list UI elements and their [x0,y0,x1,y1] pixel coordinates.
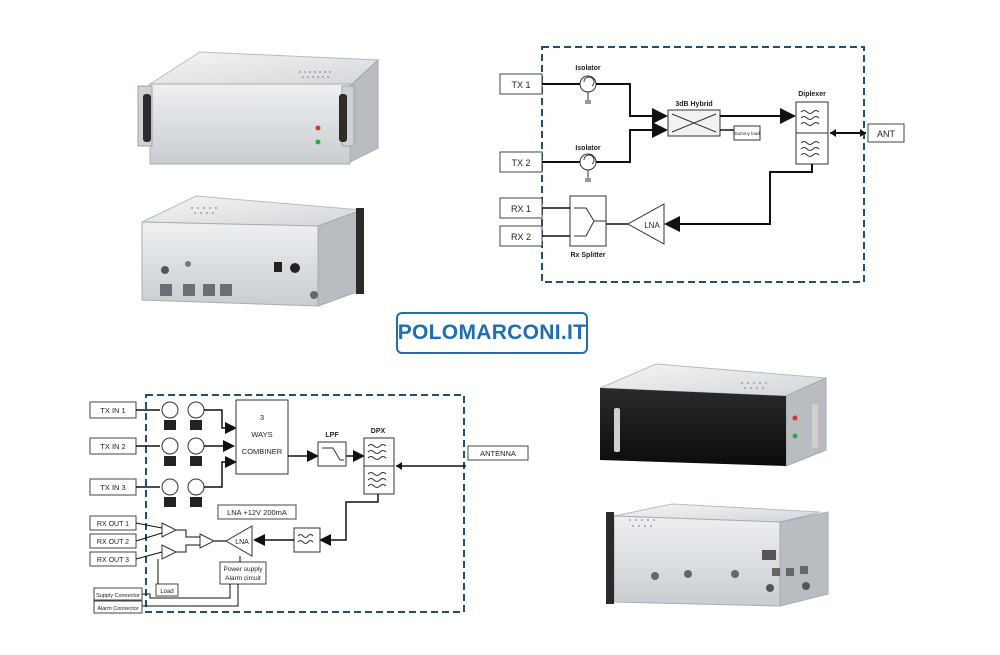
connector-icon [183,284,195,296]
handle-right [339,94,347,142]
tx-in-3-label: TX IN 3 [100,483,125,492]
vent-grille [299,71,331,78]
connector-icon [185,261,191,267]
fuse-icon [290,263,300,273]
rx-out-1-label: RX OUT 1 [97,521,129,528]
switch-icon [274,262,282,272]
rx-out-2-label: RX OUT 2 [97,539,129,546]
filter-icon [800,110,820,157]
ant-label: ANT [877,129,896,139]
alarm-connector-label: Alarm Connector [97,606,138,612]
connector-icon [684,570,692,578]
connector-icon [731,570,739,578]
splitter-icon [199,533,216,549]
rx-splitter-label: Rx Splitter [570,252,605,259]
connector-icon [161,266,169,274]
tx-in-2-label: TX IN 2 [100,442,125,451]
connector-icon [203,284,215,296]
antenna-box [467,445,529,461]
antenna-label: ANTENNA [480,449,516,458]
connector-icon [220,284,232,296]
lna-spec-box [217,504,297,520]
lna-label: LNA [644,221,660,230]
isolator-2-label: Isolator [575,145,601,152]
brand-logo[interactable]: POLOMARCONI.IT [396,312,588,354]
combiner-box [235,399,289,475]
lna-label: LNA [235,539,249,546]
rx-filter-box [293,527,321,553]
rack-unit-rear-light [141,195,364,307]
rx-out-3-label: RX OUT 3 [97,557,129,564]
load-box [155,583,179,597]
dummy-load-label: Dummy load [734,131,760,136]
rack-unit-front-dark [599,363,827,467]
hybrid-label: 3dB Hybrid [675,101,712,108]
combiner-line-3: COMBINER [242,447,283,456]
tx2-label: TX 2 [511,158,530,168]
connector-icon [802,582,810,590]
supply-connector-box [93,587,143,601]
connector-icon [160,284,172,296]
rx1-label: RX 1 [511,204,531,214]
block-diagram-top: TX 1 TX 2 RX 1 RX 2 Isolator Isolator 3d… [499,46,905,283]
connector-icon [651,572,659,580]
splitter-icon [161,522,178,538]
ant-box [867,123,905,143]
brand-logo-text: POLOMARCONI.IT [397,321,587,344]
rack-unit-rear-light-2 [606,503,829,607]
led-red [315,125,321,131]
load-label: Load [160,589,173,595]
connector-icon [762,550,776,560]
connector-icon [786,568,794,576]
splitter-icon [161,544,178,560]
dummy-load-box [733,125,761,141]
connector-icon [766,584,774,592]
led-red [792,415,798,421]
combiner-line-2: WAYS [251,430,272,439]
rack-unit-front-light [137,51,380,165]
connector-icon [772,568,780,576]
ground-icon [310,291,318,299]
combiner-line-1: 3 [260,413,264,422]
filter-icon [367,444,387,488]
lpf-box [317,441,347,467]
alarm-circuit-label: Alarm circuit [225,575,261,582]
alarm-connector-box [93,600,143,614]
diplexer-label: Diplexer [798,91,826,98]
lna-spec-label: LNA +12V 200mA [227,508,287,517]
connector-icon [800,566,808,574]
lna-icon [224,525,253,557]
led-green [315,139,321,145]
lowpass-icon [322,447,344,461]
isolator-bank [161,401,205,496]
tx1-label: TX 1 [511,80,530,90]
tx-in-1-label: TX IN 1 [100,406,125,415]
rx2-label: RX 2 [511,232,531,242]
dpx-label: DPX [371,428,386,435]
power-supply-label: Power supply [223,566,263,573]
handle-left [614,408,620,452]
isolator-1-label: Isolator [575,65,601,72]
lpf-label: LPF [325,432,339,439]
lna-icon [626,203,665,245]
dashed-boundary [145,394,465,613]
power-supply-box [219,561,267,585]
handle-left [143,94,151,142]
block-diagram-bottom: TX IN 1 TX IN 2 TX IN 3 3 WAYS COMBINER … [89,394,529,614]
handle-right [812,404,818,448]
led-green [792,433,798,439]
supply-connector-label: Supply Connector [96,593,140,599]
